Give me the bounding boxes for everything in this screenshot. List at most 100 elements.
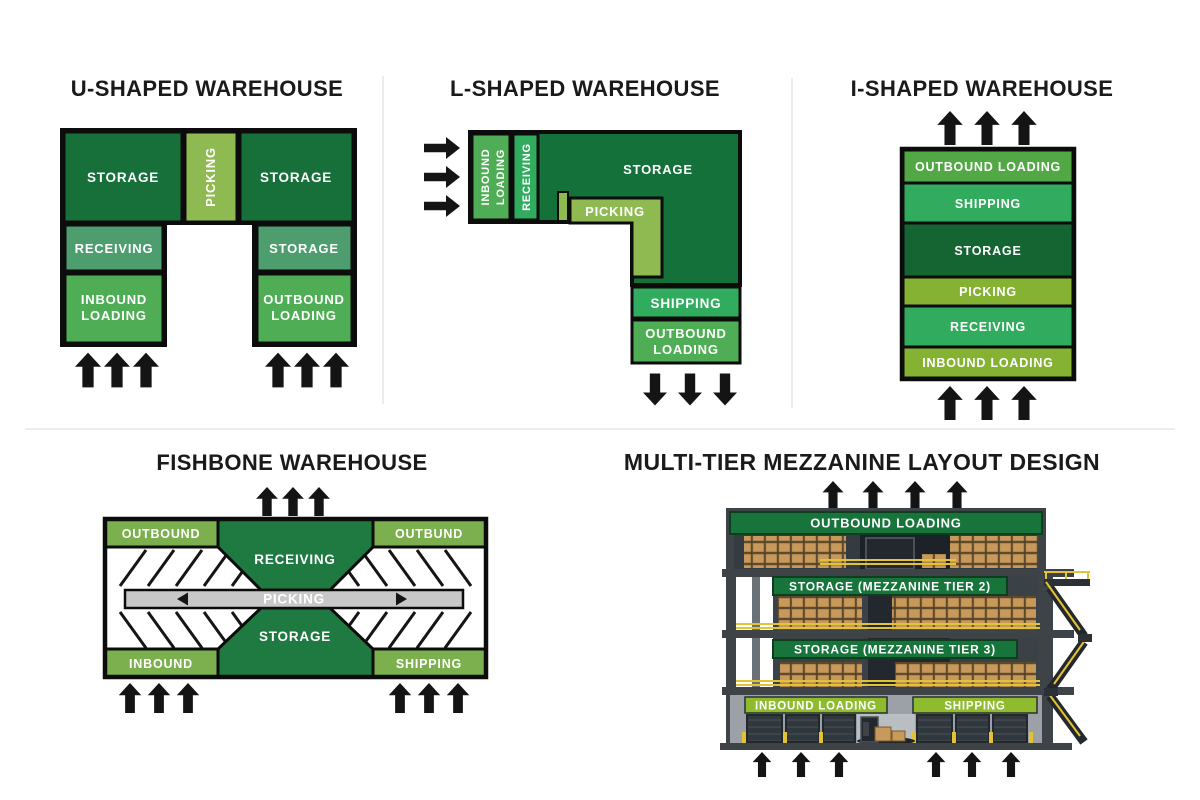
l-inbound-flow-arrows bbox=[424, 137, 460, 217]
u-inbound-label-line1: INBOUND bbox=[81, 292, 147, 307]
fishbone-outbund-label: OUTBUND bbox=[395, 527, 463, 541]
outbound-loading-banner-label: OUTBOUND LOADING bbox=[810, 516, 961, 531]
fishbone-outbund-area bbox=[371, 517, 488, 549]
l-shipping-label: SHIPPING bbox=[651, 296, 722, 311]
outbound-loading-banner bbox=[729, 511, 1043, 535]
u-picking-label: PICKING bbox=[203, 147, 218, 207]
up-arrow-icon bbox=[1011, 386, 1037, 420]
up-arrow-icon bbox=[75, 352, 101, 388]
shelf-boxes bbox=[744, 536, 846, 568]
up-arrow-icon bbox=[294, 352, 320, 388]
l-receiving-label: RECEIVING bbox=[521, 143, 533, 211]
up-arrow-icon bbox=[904, 481, 926, 509]
mezzanine-top-flow-arrows bbox=[822, 481, 968, 509]
up-arrow-icon bbox=[829, 752, 849, 777]
u-receiving-label: RECEIVING bbox=[75, 241, 154, 256]
l-outbound-loading-area bbox=[630, 318, 742, 365]
floor-slab bbox=[722, 687, 1074, 695]
right-arrow-icon bbox=[424, 166, 460, 188]
left-triangle-icon bbox=[177, 592, 188, 606]
i-row-label: OUTBOUND LOADING bbox=[915, 160, 1061, 174]
floor-slab bbox=[722, 569, 1074, 577]
vertical-divider bbox=[791, 78, 793, 408]
dock-doors bbox=[746, 714, 1028, 743]
right-arrow-icon bbox=[424, 195, 460, 217]
inbound-loading-banner bbox=[744, 696, 888, 714]
tier2-banner-label: STORAGE (MEZZANINE TIER 2) bbox=[789, 580, 991, 594]
shipping-banner bbox=[912, 696, 1038, 714]
fishbone-receiving-label: RECEIVING bbox=[254, 552, 335, 567]
up-arrow-icon bbox=[118, 683, 142, 713]
u-outbound-label-line2: LOADING bbox=[271, 308, 337, 323]
up-arrow-icon bbox=[446, 683, 470, 713]
l-shipping-area bbox=[630, 285, 742, 320]
right-arrow-icon bbox=[424, 137, 460, 159]
up-arrow-icon bbox=[937, 111, 963, 145]
inbound-loading-banner-label: INBOUND LOADING bbox=[755, 701, 877, 713]
l-shaped-title: L-SHAPED WAREHOUSE bbox=[450, 76, 720, 101]
up-arrow-icon bbox=[937, 386, 963, 420]
up-arrow-icon bbox=[282, 487, 304, 516]
i-row-label: SHIPPING bbox=[955, 197, 1021, 211]
l-inbound-label-line2: LOADING bbox=[495, 149, 507, 205]
fishbone-picking-aisle bbox=[123, 588, 465, 610]
up-arrow-icon bbox=[974, 111, 1000, 145]
fishbone-picking-label: PICKING bbox=[263, 592, 325, 607]
i-row-label: STORAGE bbox=[954, 244, 1021, 258]
right-triangle-icon bbox=[396, 592, 407, 606]
ground-base bbox=[720, 743, 1072, 750]
l-shaped-diagram: INBOUND LOADING RECEIVING STORAGE PICKIN… bbox=[424, 130, 742, 406]
i-row-label: INBOUND LOADING bbox=[922, 356, 1053, 370]
u-storage-left-label: STORAGE bbox=[87, 170, 159, 185]
l-outbound-flow-arrows bbox=[643, 373, 737, 406]
u-storage-mid-area bbox=[255, 223, 354, 273]
fishbone-outline bbox=[102, 516, 489, 680]
fishbone-outbound-label: OUTBOUND bbox=[122, 527, 201, 541]
l-outbound-label-line2: LOADING bbox=[653, 342, 719, 357]
fishbone-inbound-label: INBOUND bbox=[129, 657, 193, 671]
u-storage-mid-label: STORAGE bbox=[269, 241, 339, 256]
l-inbound-label-line1: INBOUND bbox=[480, 149, 492, 206]
down-arrow-icon bbox=[713, 373, 737, 406]
tier2-banner bbox=[772, 576, 1008, 596]
u-shaped-title: U-SHAPED WAREHOUSE bbox=[70, 76, 344, 101]
external-staircase bbox=[1044, 571, 1092, 745]
fishbone-shipping-label: SHIPPING bbox=[396, 657, 462, 671]
floor-slab bbox=[722, 630, 1074, 638]
u-outbound-label-line1: OUTBOUND bbox=[263, 292, 345, 307]
i-shaped-diagram: OUTBOUND LOADING SHIPPING STORAGE PICKIN… bbox=[899, 111, 1077, 420]
up-arrow-icon bbox=[308, 487, 330, 516]
l-outbound-label-line1: OUTBOUND bbox=[645, 326, 727, 341]
up-arrow-icon bbox=[946, 481, 968, 509]
l-storage-label: STORAGE bbox=[623, 162, 693, 177]
inner-column bbox=[752, 638, 760, 687]
fishbone-title: FISHBONE WAREHOUSE bbox=[156, 450, 428, 475]
down-arrow-icon bbox=[678, 373, 702, 406]
up-arrow-icon bbox=[388, 683, 412, 713]
up-arrow-icon bbox=[417, 683, 441, 713]
fishbone-inbound-flow-arrows bbox=[118, 683, 200, 713]
shelf-boxes bbox=[780, 662, 862, 687]
tier3-banner-label: STORAGE (MEZZANINE TIER 3) bbox=[794, 643, 996, 657]
shelf-boxes bbox=[895, 662, 1036, 687]
inner-column bbox=[752, 577, 760, 630]
u-outline bbox=[60, 128, 357, 347]
up-arrow-icon bbox=[791, 752, 811, 777]
fishbone-inbound-area bbox=[103, 647, 220, 679]
up-arrow-icon bbox=[265, 352, 291, 388]
down-arrow-icon bbox=[643, 373, 667, 406]
tier3-banner bbox=[772, 639, 1018, 659]
vertical-divider bbox=[382, 76, 384, 404]
up-arrow-icon bbox=[133, 352, 159, 388]
fishbone-storage-label: STORAGE bbox=[259, 629, 331, 644]
u-inbound-loading-area bbox=[63, 272, 165, 345]
up-arrow-icon bbox=[1001, 752, 1021, 777]
up-arrow-icon bbox=[822, 481, 844, 509]
up-arrow-icon bbox=[752, 752, 772, 777]
fishbone-top-flow-arrows bbox=[256, 487, 330, 516]
up-arrow-icon bbox=[974, 386, 1000, 420]
shelf-boxes bbox=[950, 536, 1038, 568]
u-outbound-flow-arrows bbox=[265, 352, 349, 388]
l-receiving-area bbox=[511, 132, 540, 222]
mezzanine-title: MULTI-TIER MEZZANINE LAYOUT DESIGN bbox=[623, 449, 1101, 475]
